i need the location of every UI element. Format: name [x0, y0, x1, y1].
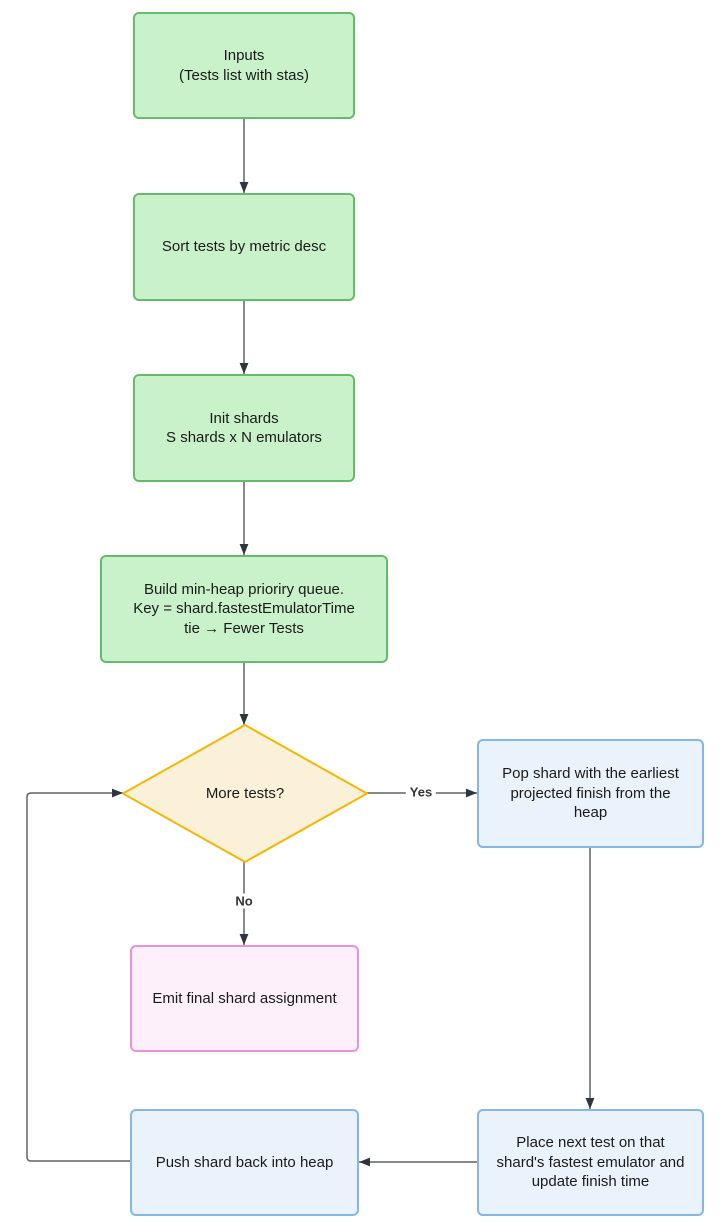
node-push-shard-back-label: Push shard back into heap — [155, 1153, 334, 1171]
node-build-min-heap: Build min-heap prioriry queue. Key = sha… — [100, 555, 388, 663]
node-pop-shard: Pop shard with the earliest projected fi… — [477, 739, 704, 848]
node-build-min-heap-label: Build min-heap prioriry queue. Key = sha… — [133, 580, 355, 637]
decision-diamond-shape — [122, 724, 368, 863]
node-push-shard-back: Push shard back into heap — [130, 1109, 359, 1216]
node-pop-shard-label: Pop shard with the earliest projected fi… — [502, 765, 679, 822]
node-more-tests-label: More tests? — [205, 785, 285, 802]
node-emit-assignment: Emit final shard assignment — [130, 945, 359, 1052]
node-inputs: Inputs (Tests list with stas) — [133, 12, 355, 119]
node-init-shards-label: Init shards S shards x N emulators — [166, 409, 322, 447]
edge-label-no: No — [231, 893, 257, 909]
node-emit-assignment-label: Emit final shard assignment — [152, 989, 337, 1007]
node-sort-tests-label: Sort tests by metric desc — [161, 238, 327, 256]
node-place-next-test-label: Place next test on that shard's fastest … — [496, 1134, 685, 1191]
edge-label-yes: Yes — [405, 784, 437, 800]
edge-push-loop-to-decision — [26, 788, 130, 1162]
node-sort-tests: Sort tests by metric desc — [133, 193, 355, 301]
node-inputs-label: Inputs (Tests list with stas) — [178, 47, 310, 84]
node-place-next-test: Place next test on that shard's fastest … — [477, 1109, 704, 1216]
node-more-tests-decision: More tests? — [121, 723, 369, 864]
node-init-shards: Init shards S shards x N emulators — [133, 374, 355, 482]
